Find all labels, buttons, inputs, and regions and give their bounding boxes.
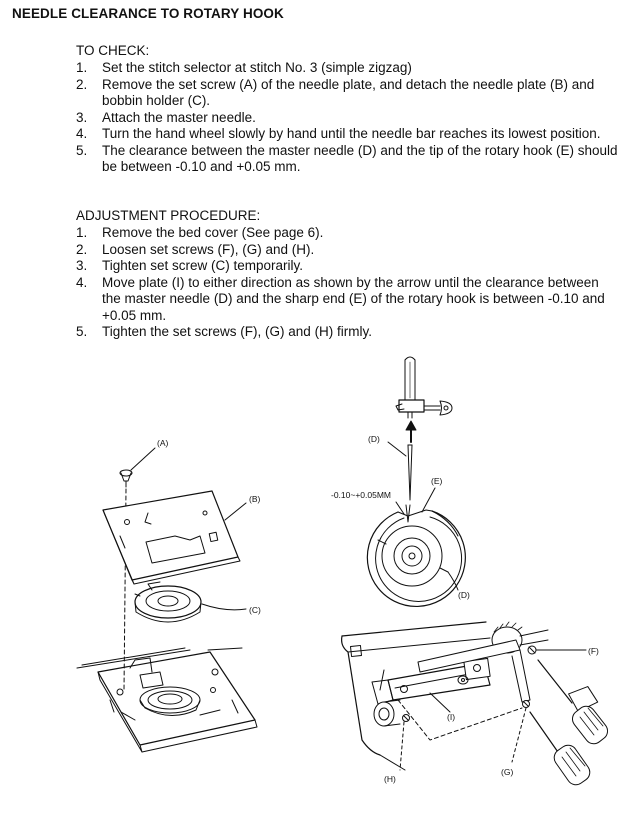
leader-d-bottom	[447, 571, 459, 591]
adjust-step: 5.Tighten the set screws (F), (G) and (H…	[76, 324, 373, 339]
adjust-step: 1.Remove the bed cover (See page 6).	[76, 225, 324, 240]
check-step-text: Remove the set screw (A) of the needle p…	[102, 76, 595, 109]
adjust-step-text: Tighten set screw (C) temporarily.	[102, 258, 304, 273]
leader-a	[130, 447, 156, 471]
leader-c	[201, 603, 247, 611]
leader-b	[224, 502, 247, 521]
leader-i	[429, 692, 451, 713]
adjust-heading: ADJUSTMENT PROCEDURE:	[76, 208, 261, 223]
label-h: (H)	[384, 774, 396, 784]
label-e: (E)	[431, 476, 443, 486]
adjust-step-text: Loosen set screws (F), (G) and (H).	[102, 241, 315, 257]
label-c: (C)	[249, 605, 261, 615]
leader-clearance	[395, 501, 405, 515]
screwdriver-lower-icon	[529, 711, 591, 786]
check-step: 4.Turn the hand wheel slowly by hand unt…	[76, 126, 601, 141]
adjust-step: 4.Move plate (I) to either direction as …	[76, 274, 605, 323]
plate-i	[371, 657, 491, 705]
label-a: (A)	[157, 438, 169, 448]
check-heading: TO CHECK:	[76, 43, 150, 58]
check-step-text: Set the stitch selector at stitch No. 3 …	[102, 60, 412, 75]
set-screw-a	[119, 469, 133, 488]
adjust-step-text: Tighten the set screws (F), (G) and (H) …	[102, 324, 373, 339]
adjust-step: 3.Tighten set screw (C) temporarily.	[76, 258, 304, 273]
hook-shaft	[373, 699, 410, 727]
check-step: 3.Attach the master needle.	[76, 109, 256, 125]
check-step: 2.Remove the set screw (A) of the needle…	[76, 76, 595, 109]
machine-bed	[76, 647, 258, 753]
needle-plate-b	[102, 490, 241, 585]
adjust-steps: 1.Remove the bed cover (See page 6). 2.L…	[76, 225, 621, 341]
linkage-arm	[417, 639, 537, 708]
check-step-text: Attach the master needle.	[102, 109, 256, 125]
needle-plate-illustration: (A) (B) (C)	[76, 438, 261, 753]
bobbin-holder-c	[134, 581, 202, 623]
label-clearance: -0.10~+0.05MM	[331, 490, 391, 500]
check-step: 5.The clearance between the master needl…	[76, 142, 618, 175]
rotary-hook-illustration: -0.10~+0.05MM (E) (D)	[331, 476, 470, 608]
leader-d-top	[387, 441, 407, 457]
screwdriver-upper-icon	[537, 659, 609, 745]
check-steps: 1.Set the stitch selector at stitch No. …	[76, 60, 621, 176]
label-d-bottom: (D)	[458, 590, 470, 600]
adjust-step-text: Move plate (I) to either direction as sh…	[102, 274, 605, 323]
label-i: (I)	[447, 712, 455, 722]
check-step: 1.Set the stitch selector at stitch No. …	[76, 60, 412, 75]
leader-e	[421, 487, 436, 513]
alignment-dashed-line	[123, 488, 127, 691]
label-d-top: (D)	[368, 434, 380, 444]
label-f: (F)	[588, 646, 599, 656]
plate-adjustment-illustration: (F) (I) (H) (G)	[341, 621, 609, 786]
check-step-text: Turn the hand wheel slowly by hand until…	[102, 126, 601, 141]
check-step-text: The clearance between the master needle …	[102, 142, 618, 175]
label-b: (B)	[249, 494, 261, 504]
adjust-step: 2.Loosen set screws (F), (G) and (H).	[76, 241, 315, 257]
label-g: (G)	[501, 767, 513, 777]
page-title: NEEDLE CLEARANCE TO ROTARY HOOK	[12, 6, 284, 21]
dashed-guide	[397, 699, 523, 741]
needle-bar-illustration: (D)	[368, 356, 453, 501]
adjust-step-text: Remove the bed cover (See page 6).	[102, 225, 324, 240]
